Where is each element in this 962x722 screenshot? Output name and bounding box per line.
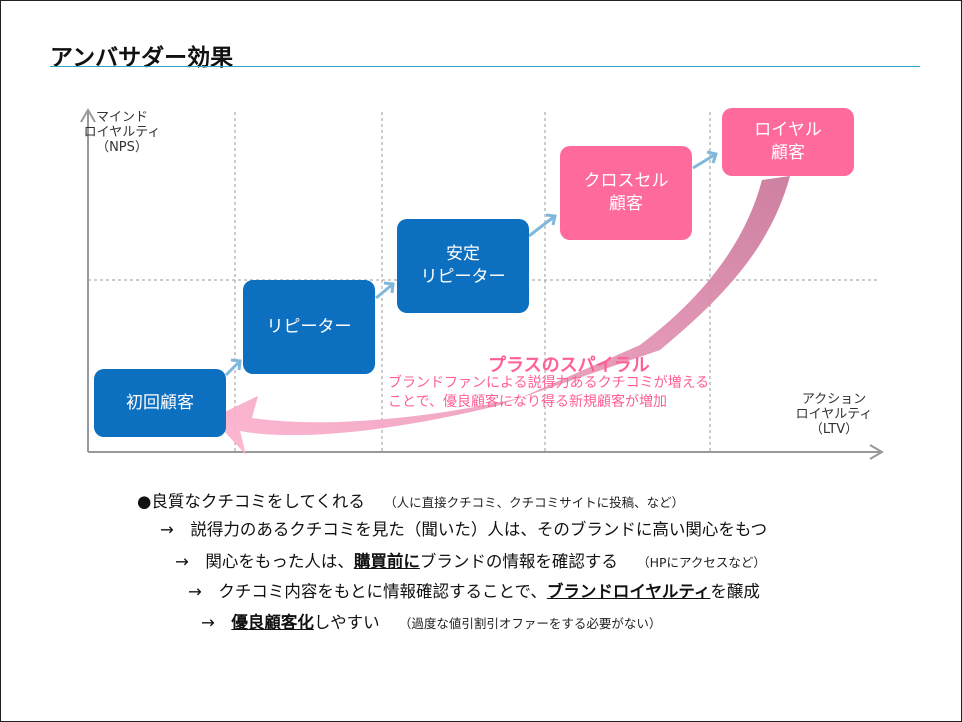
connector-3 xyxy=(528,214,556,238)
spiral-description: ブランドファンによる説得力あるクチコミが増える ことで、優良顧客になり得る新規顧… xyxy=(388,375,710,410)
connector-1 xyxy=(224,359,242,377)
bullet-4: → クチコミ内容をもとに情報確認することで、ブランドロイヤルティを醸成 xyxy=(188,578,760,602)
bullet-4-pre: → クチコミ内容をもとに情報確認することで、 xyxy=(188,582,547,601)
bullet-3-post: ブランドの情報を確認する xyxy=(419,552,618,571)
bullet-3-pre: → 関心をもった人は、 xyxy=(175,552,354,571)
stage-loyal-customer: ロイヤル 顧客 xyxy=(722,108,854,176)
spiral-title: プラスのスパイラル xyxy=(488,355,650,376)
connector-4 xyxy=(692,152,717,170)
bullet-5-emphasis: 優良顧客化 xyxy=(231,613,314,632)
x-axis-arrowhead xyxy=(869,444,884,460)
title-divider xyxy=(50,66,920,67)
bullet-1: ●良質なクチコミをしてくれる （人に直接クチコミ、クチコミサイトに投稿、など） xyxy=(137,488,684,512)
bullet-1-text: ●良質なクチコミをしてくれる xyxy=(137,492,365,511)
bullet-3-emphasis: 購買前に xyxy=(353,552,420,571)
y-axis-label: マインド ロイヤルティ （NPS） xyxy=(83,110,161,155)
connector-3-head xyxy=(545,213,557,226)
stage-repeater: リピーター xyxy=(243,280,375,374)
connector-4-head xyxy=(706,150,718,164)
bullet-5-note: （過度な値引割引オファーをする必要がない） xyxy=(398,616,662,631)
bullet-4-post: を醸成 xyxy=(710,582,760,601)
stage-first-time-customer: 初回顧客 xyxy=(94,369,226,437)
y-axis-arrowhead xyxy=(80,108,96,123)
bullet-2: → 説得力のあるクチコミを見た（聞いた）人は、そのブランドに高い関心をもつ xyxy=(160,516,767,540)
stage-cross-sell-customer: クロスセル 顧客 xyxy=(560,146,692,240)
bullet-5: → 優良顧客化しやすい （過度な値引割引オファーをする必要がない） xyxy=(201,609,661,633)
stage-stable-repeater: 安定 リピーター xyxy=(397,219,529,313)
x-axis-label: アクション ロイヤルティ （LTV） xyxy=(795,392,873,437)
bullet-2-text: → 説得力のあるクチコミを見た（聞いた）人は、そのブランドに高い関心をもつ xyxy=(160,520,768,539)
bullet-4-emphasis: ブランドロイヤルティ xyxy=(546,582,711,601)
bullet-1-note: （人に直接クチコミ、クチコミサイトに投稿、など） xyxy=(384,495,685,510)
bullet-3-note: （HPにアクセスなど） xyxy=(637,555,766,570)
connector-1-head xyxy=(230,358,242,371)
bullet-5-post: しやすい xyxy=(313,613,380,632)
connector-2-head xyxy=(383,281,395,294)
bullet-3: → 関心をもった人は、購買前にブランドの情報を確認する （HPにアクセスなど） xyxy=(175,548,766,572)
bullet-5-pre: → xyxy=(201,613,232,632)
spiral-arrow xyxy=(212,176,790,455)
connector-2 xyxy=(375,282,394,300)
